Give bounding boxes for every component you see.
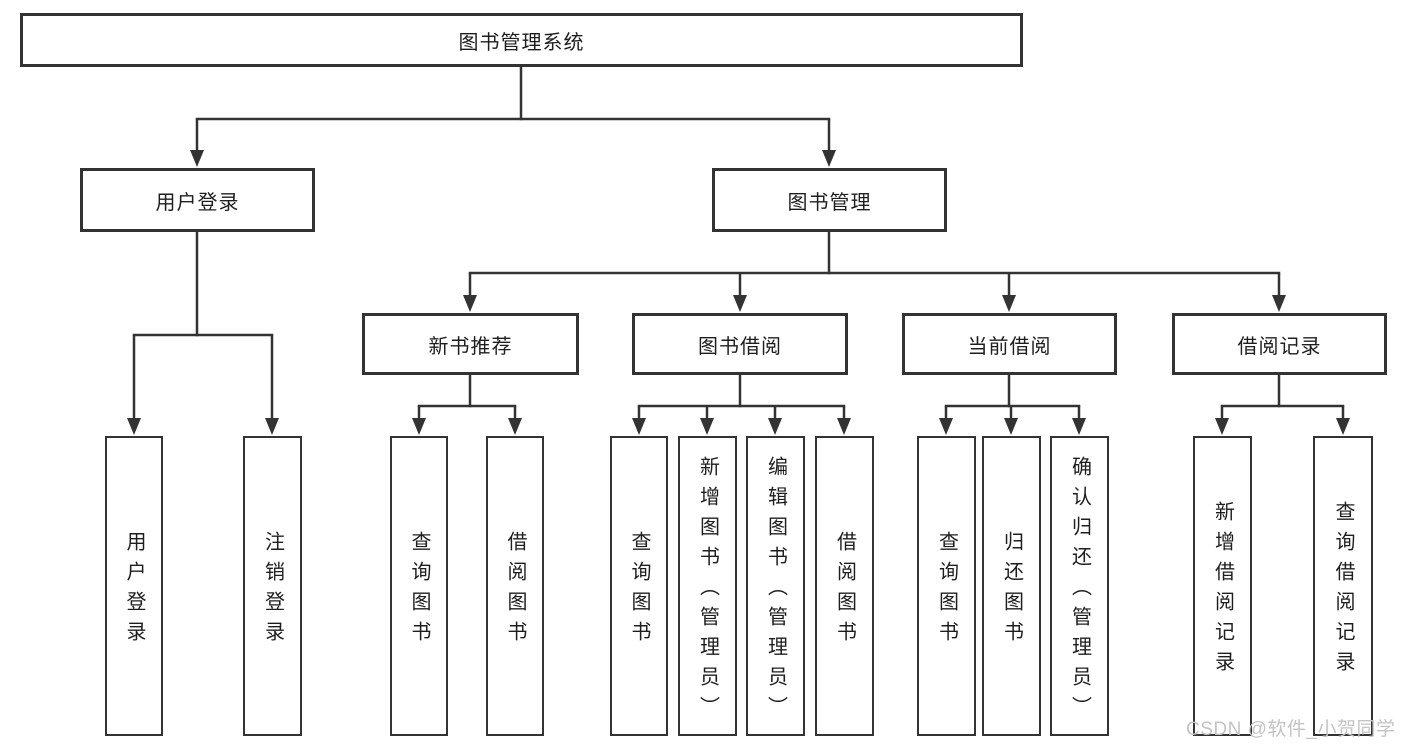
leaf-current-query-books: 查询图书 (917, 436, 976, 736)
leaf-borrowing-borrow-books-label: 借阅图书 (833, 531, 856, 651)
leaf-records-add-record-label: 新增借阅记录 (1211, 501, 1234, 681)
leaf-borrowing-edit-books-admin-label: 编辑图书（管理员） (764, 456, 787, 726)
node-user-login-label: 用户登录 (155, 191, 240, 214)
leaf-logout: 注销登录 (243, 436, 302, 736)
node-user-login: 用户登录 (80, 168, 315, 232)
leaf-user-login-label: 用户登录 (123, 531, 145, 651)
leaf-borrowing-add-books-admin: 新增图书（管理员） (678, 436, 737, 736)
leaf-current-confirm-return-admin-label: 确认归还（管理员） (1068, 456, 1091, 726)
node-root-system: 图书管理系统 (20, 13, 1023, 67)
csdn-watermark: CSDN @软件_小贺同学 (1186, 719, 1396, 740)
leaf-current-return-books-label: 归还图书 (1000, 531, 1023, 651)
leaf-newbooks-query-books: 查询图书 (390, 436, 448, 736)
leaf-user-login: 用户登录 (105, 436, 163, 736)
leaf-borrowing-add-books-admin-label: 新增图书（管理员） (696, 456, 719, 726)
leaf-records-query-record-label: 查询借阅记录 (1332, 501, 1354, 681)
leaf-records-query-record: 查询借阅记录 (1313, 436, 1373, 736)
leaf-newbooks-borrow-books: 借阅图书 (486, 436, 544, 736)
leaf-current-query-books-label: 查询图书 (935, 531, 958, 651)
node-current-borrowing: 当前借阅 (902, 313, 1117, 375)
node-root-system-label: 图书管理系统 (458, 31, 585, 54)
leaf-borrowing-query-books: 查询图书 (610, 436, 668, 736)
leaf-current-return-books: 归还图书 (982, 436, 1041, 736)
leaf-newbooks-query-books-label: 查询图书 (408, 531, 430, 651)
node-new-book-recommend-label: 新书推荐 (428, 335, 513, 358)
node-book-borrowing: 图书借阅 (632, 313, 848, 375)
leaf-records-add-record: 新增借阅记录 (1193, 436, 1252, 736)
node-book-management-label: 图书管理 (787, 191, 872, 214)
node-current-borrowing-label: 当前借阅 (967, 335, 1052, 358)
leaf-newbooks-borrow-books-label: 借阅图书 (504, 531, 526, 651)
leaf-borrowing-borrow-books: 借阅图书 (815, 436, 874, 736)
leaf-borrowing-query-books-label: 查询图书 (628, 531, 650, 651)
node-borrowing-records-label: 借阅记录 (1237, 335, 1322, 358)
leaf-logout-label: 注销登录 (261, 531, 284, 651)
node-book-management: 图书管理 (712, 168, 947, 232)
leaf-current-confirm-return-admin: 确认归还（管理员） (1050, 436, 1109, 736)
node-new-book-recommend: 新书推荐 (362, 313, 579, 375)
leaf-borrowing-edit-books-admin: 编辑图书（管理员） (746, 436, 805, 736)
node-book-borrowing-label: 图书借阅 (698, 335, 782, 358)
node-borrowing-records: 借阅记录 (1172, 313, 1387, 375)
